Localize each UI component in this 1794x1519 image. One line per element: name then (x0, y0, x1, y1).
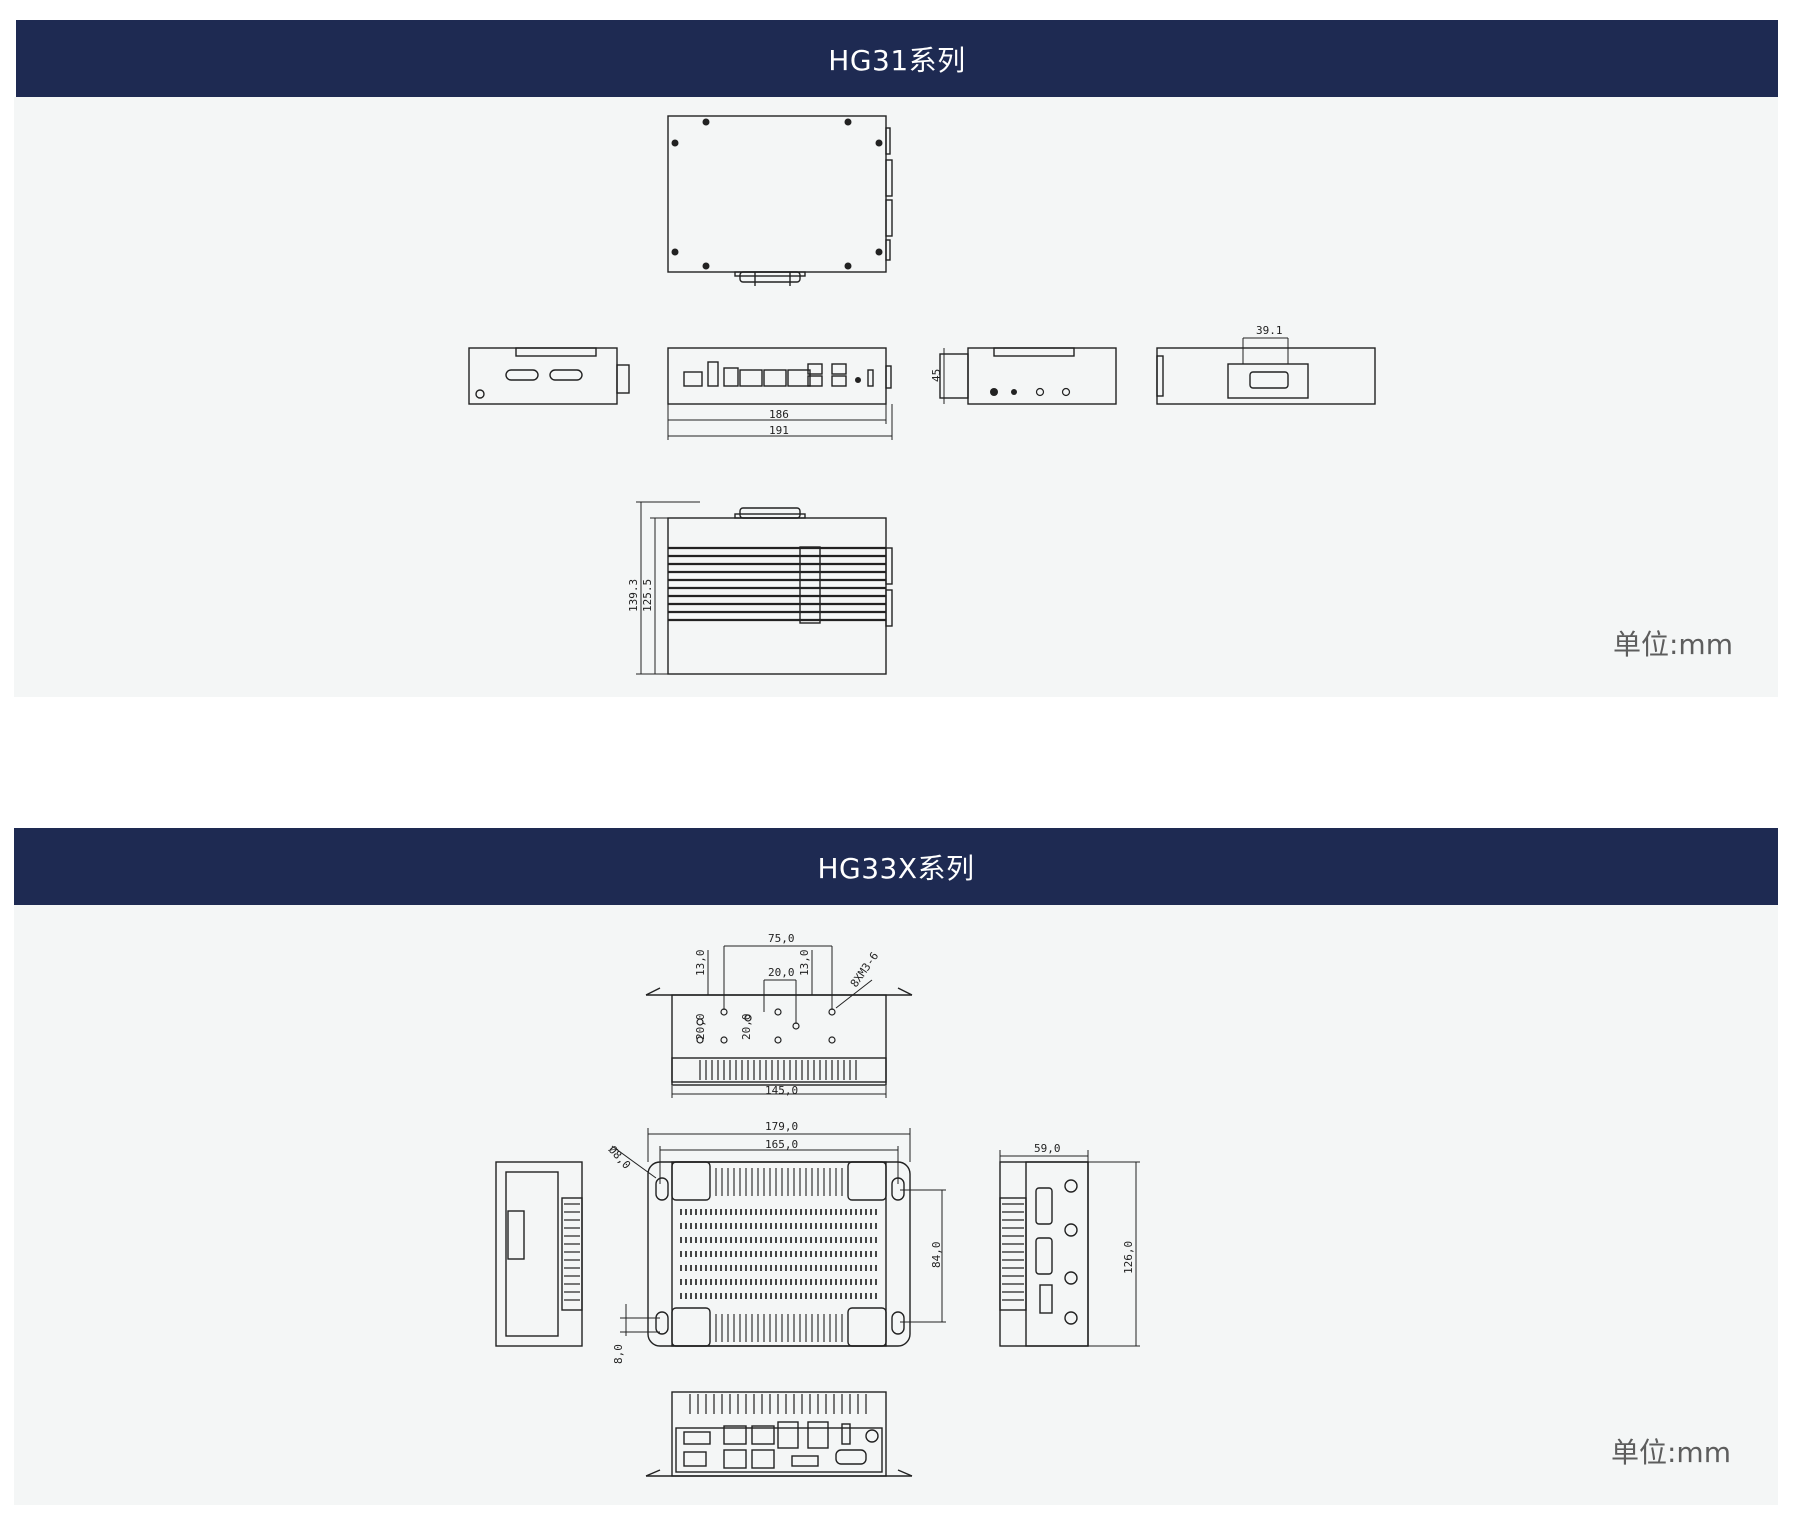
dim-outer-width: 179,0 (765, 1120, 798, 1133)
unit-label-hg31: 单位:mm (1613, 628, 1733, 661)
dim-depth-outer: 139.3 (627, 579, 640, 612)
dim-inner-width: 165,0 (765, 1138, 798, 1151)
hg33x-front-fins (689, 1394, 867, 1414)
hg33x-top-view (645, 987, 913, 1086)
hg31-front-view (667, 347, 892, 405)
dim-hole-spacing-h: 75,0 (768, 932, 795, 945)
drawing-panel-hg33x (14, 905, 1778, 1505)
hg33x-mount-holes (696, 1008, 836, 1044)
section-header-hg33x: HG33X系列 (14, 828, 1778, 905)
hg33x-left-view (495, 1161, 583, 1347)
hg33x-vent-grid (680, 1209, 880, 1299)
section-title: HG31系列 (828, 43, 966, 77)
dim-port-width: 39.1 (1256, 324, 1283, 337)
hg33x-right-view (999, 1161, 1089, 1347)
dim-slot: 8,0 (612, 1344, 625, 1364)
unit-label-hg33x: 单位:mm (1611, 1436, 1731, 1469)
dim-side-height: 126,0 (1122, 1241, 1135, 1274)
hg33x-vents (715, 1168, 843, 1342)
hg31-top-view (667, 115, 893, 286)
hg33x-bottom-view (647, 1161, 911, 1347)
section-header-hg31: HG31系列 (16, 20, 1778, 97)
dim-screw-spec: 8XM3-6 (848, 950, 881, 990)
dim-depth-inner: 125.5 (641, 579, 654, 612)
dim-hole-spacing-small: 20,0 (768, 966, 795, 979)
hg33x-front-view (645, 1391, 913, 1477)
dim-vert-a: 20,0 (694, 1014, 707, 1041)
dim-width-outer: 191 (769, 424, 789, 437)
dim-height-side: 45 (930, 369, 943, 382)
hg31-drawings: 186 191 39.1 45 139.3 125.5 (468, 115, 1376, 675)
hg31-left-view (468, 347, 630, 405)
hg33x-top-fins (699, 1060, 857, 1080)
dim-side-depth: 59,0 (1034, 1142, 1061, 1155)
dim-hole-dia: Ø8,0 (606, 1143, 633, 1171)
hg31-back-view (1156, 347, 1376, 405)
drawing-panel-hg31 (14, 97, 1778, 697)
dim-top-width: 145,0 (765, 1084, 798, 1097)
hg33x-left-fins (564, 1203, 1024, 1301)
dim-vert-b: 20,0 (740, 1014, 753, 1041)
hg31-heatsink-fins (668, 546, 886, 622)
dim-offset-left: 13,0 (694, 950, 707, 977)
section-title: HG33X系列 (817, 851, 975, 885)
dim-width-inner: 186 (769, 408, 789, 421)
hg31-right-view (939, 347, 1117, 405)
dim-mount-spacing: 84,0 (930, 1242, 943, 1269)
dim-offset-right: 13,0 (798, 950, 811, 977)
